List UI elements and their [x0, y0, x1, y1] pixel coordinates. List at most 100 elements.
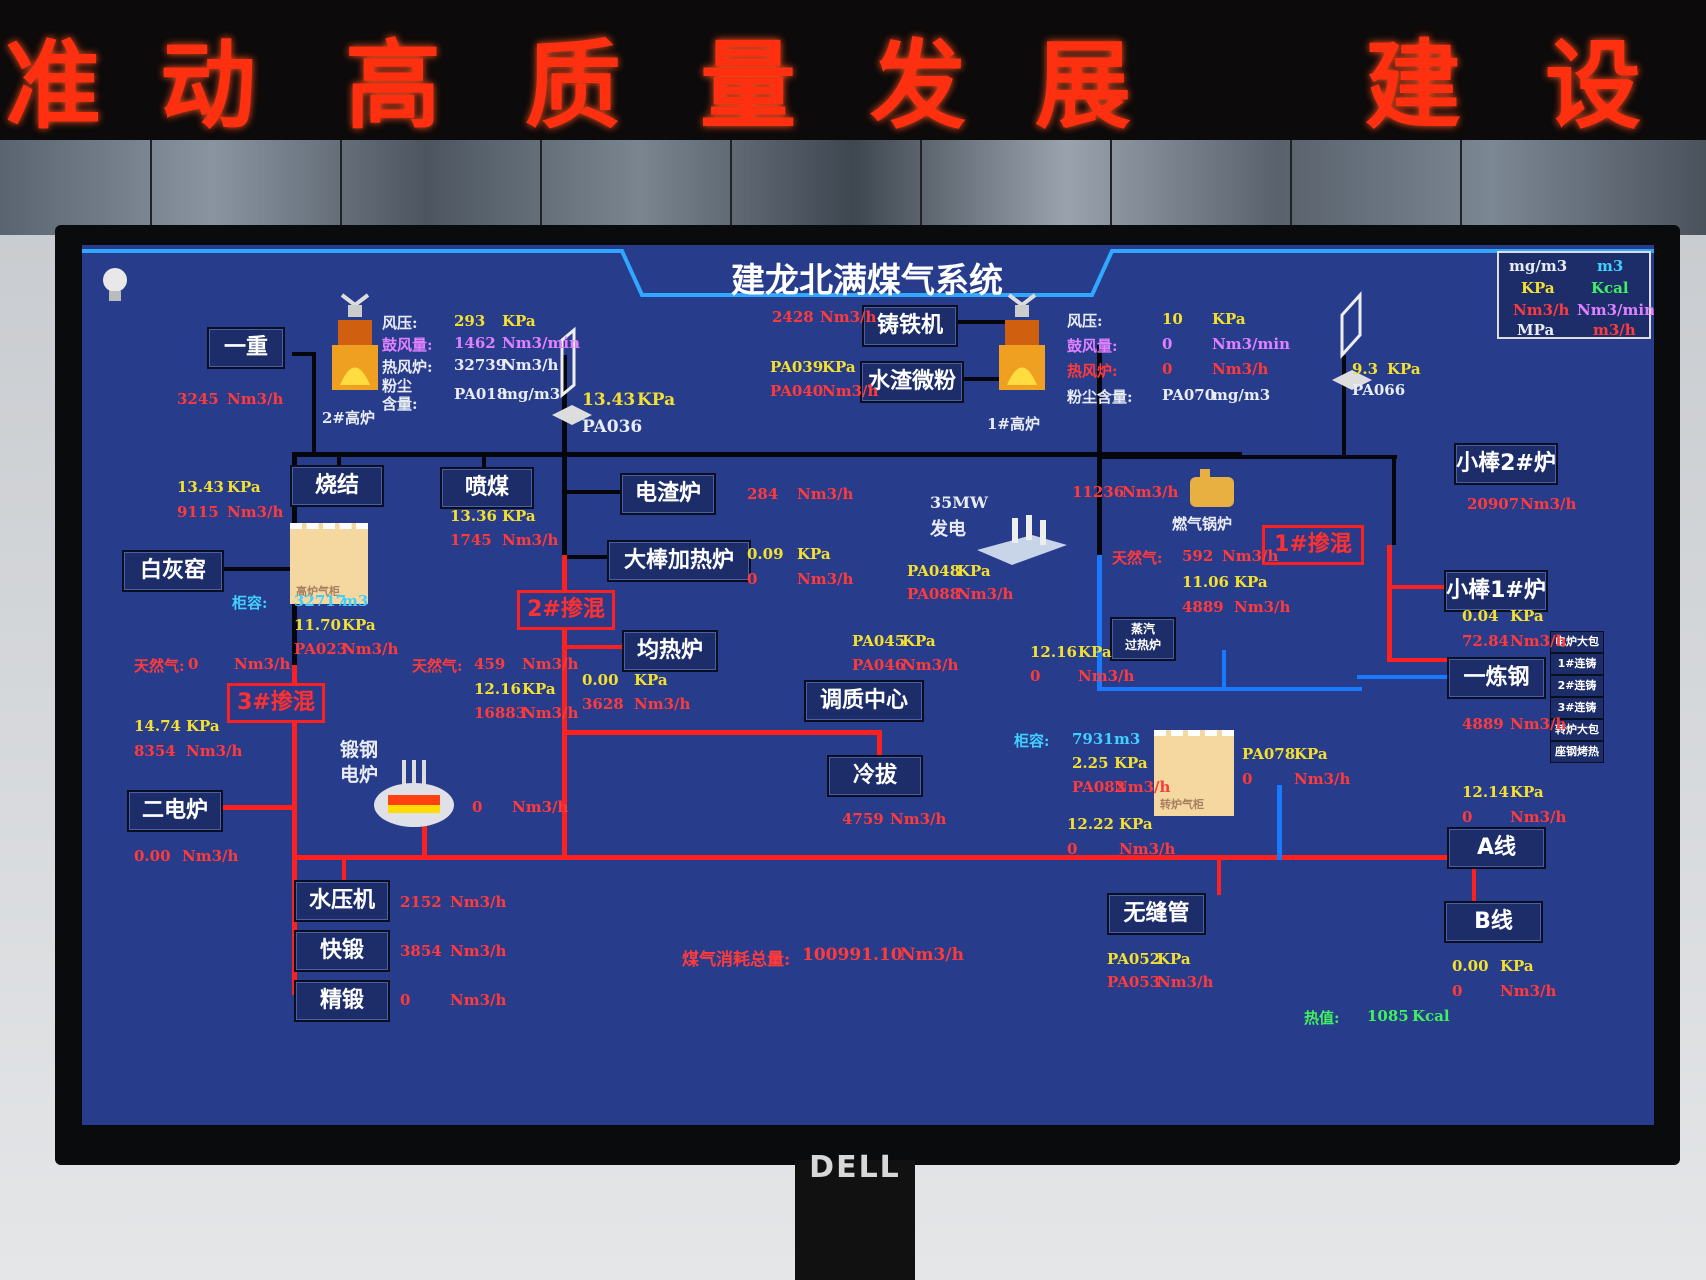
legend-item: Nm3/h	[1513, 301, 1570, 319]
side-button-lianzhu-1[interactable]: 1#连铸	[1550, 653, 1604, 675]
holder-bf-pressure: 11.70	[294, 616, 341, 634]
unit-label: Nm3/h	[450, 893, 507, 911]
unit-label: Nm3/h	[1510, 808, 1567, 826]
mix2-ng-label: 天然气:	[412, 657, 463, 675]
mix1-pressure: 11.06	[1182, 573, 1229, 591]
unit-steam[interactable]: 蒸汽 过热炉	[1110, 617, 1176, 661]
unit-label: Nm3/h	[1510, 715, 1567, 733]
pa082-tag: PA082	[1072, 778, 1126, 796]
side-button-lianzhu-2[interactable]: 2#连铸	[1550, 675, 1604, 697]
unit-junre[interactable]: 均热炉	[622, 630, 718, 672]
pa078-tag: PA078	[1242, 745, 1296, 763]
unit-shaojie[interactable]: 烧结	[290, 465, 384, 507]
unit-label: Nm3/h	[502, 531, 559, 549]
unit-lengba[interactable]: 冷拔	[827, 755, 923, 797]
pa039-tag: PA039	[770, 358, 824, 376]
valve-icon	[1332, 291, 1372, 390]
legend-item: KPa	[1521, 279, 1555, 297]
banner-char: 量	[700, 30, 796, 142]
side-button-lianzhu-3[interactable]: 3#连铸	[1550, 697, 1604, 719]
xiaobang1-pressure: 0.04	[1462, 607, 1499, 625]
plant-label-2: 发电	[930, 519, 966, 540]
unit-baihuiyao[interactable]: 白灰窑	[122, 550, 224, 592]
light-bulb-icon[interactable]	[100, 265, 130, 307]
penmei-pressure: 13.36	[450, 507, 497, 525]
led-banner: 准 动 高 质 量 发 展 建 设	[0, 0, 1706, 142]
mix-3[interactable]: 3#掺混	[227, 683, 325, 723]
conv-flow: 0	[1242, 770, 1253, 788]
unit-dabang[interactable]: 大棒加热炉	[607, 540, 751, 582]
unit-yizhong[interactable]: 一重	[207, 327, 285, 369]
bf2-dust-unit: mg/m3	[502, 385, 561, 403]
mix-2[interactable]: 2#掺混	[517, 590, 615, 630]
unit-xiaobang2[interactable]: 小棒2#炉	[1454, 443, 1558, 485]
pa066-tag: PA066	[1352, 381, 1406, 399]
unit-label: m3	[342, 592, 369, 610]
unit-penmei[interactable]: 喷煤	[440, 467, 534, 509]
unit-bline[interactable]: B线	[1444, 901, 1543, 943]
plant-flow: 11236	[1072, 483, 1125, 501]
mix1-ng-value: 592	[1182, 547, 1214, 565]
unit-shuizha[interactable]: 水渣微粉	[860, 361, 964, 403]
bf1-wind-value: 10	[1162, 310, 1183, 328]
bf1-stove-label: 热风炉:	[1067, 362, 1118, 380]
unit-label: Nm3/h	[822, 382, 879, 400]
junre-flow: 3628	[582, 695, 624, 713]
unit-label: KPa	[522, 680, 556, 698]
shaojie-flow: 9115	[177, 503, 219, 521]
pa036-pressure: 13.43	[582, 390, 636, 410]
mix-1[interactable]: 1#掺混	[1262, 525, 1364, 565]
unit-dianzha[interactable]: 电渣炉	[620, 473, 716, 515]
unit-label: Nm3/h	[450, 942, 507, 960]
bf1-label: 1#高炉	[987, 415, 1041, 433]
legend-item: Nm3/min	[1577, 301, 1654, 319]
unit-label: m3	[1114, 730, 1141, 748]
holder-bf-cap: 32717	[294, 592, 347, 610]
unit-label: KPa	[502, 507, 536, 525]
mix2-ng-value: 459	[474, 655, 506, 673]
banner-char: 质	[525, 30, 621, 142]
heat-label: 热值:	[1304, 1009, 1340, 1027]
aline-pressure: 12.14	[1462, 783, 1509, 801]
monitor-brand-logo: DELL	[809, 1150, 901, 1185]
mix3-pressure: 14.74	[134, 717, 181, 735]
unit-label: Nm3/h	[890, 810, 947, 828]
erdian-flow: 0.00	[134, 847, 171, 865]
bf1-wind-label: 风压:	[1067, 312, 1103, 330]
aline-flow: 0	[1462, 808, 1473, 826]
unit-label: KPa	[957, 562, 991, 580]
mix2-flow: 16883	[474, 704, 527, 722]
unit-tiaozhi[interactable]: 调质中心	[804, 680, 924, 722]
junre-pressure: 0.00	[582, 671, 619, 689]
bf2-dust-label-2: 含量:	[382, 395, 418, 413]
unit-wufengguan[interactable]: 无缝管	[1107, 893, 1206, 935]
unit-shuiyaji[interactable]: 水压机	[294, 880, 390, 922]
legend-item: mg/m3	[1509, 257, 1568, 275]
bf2-blast-unit: Nm3/min	[502, 334, 580, 352]
unit-kuaiduan[interactable]: 快锻	[294, 930, 390, 972]
bf2-label: 2#高炉	[322, 409, 376, 427]
unit-zhutieji[interactable]: 铸铁机	[862, 305, 958, 347]
unit-label: KPa	[1234, 573, 1268, 591]
mix3-flow: 8354	[134, 742, 176, 760]
side-button-dianlu-dabao[interactable]: 电炉大包	[1550, 631, 1604, 653]
gas-holder-icon: 高炉气柜	[290, 523, 368, 604]
unit-label: KPa	[1078, 643, 1112, 661]
unit-label: Nm3/h	[1234, 598, 1291, 616]
unit-aline[interactable]: A线	[1447, 827, 1546, 869]
yilian-flow: 4889	[1462, 715, 1504, 733]
unit-erdian[interactable]: 二电炉	[127, 790, 223, 832]
side-button-kaore[interactable]: 座钢烤热	[1550, 741, 1604, 763]
unit-yilian[interactable]: 一炼钢	[1447, 657, 1546, 699]
unit-label: KPa	[342, 616, 376, 634]
unit-jingduan[interactable]: 精锻	[294, 980, 390, 1022]
unit-label: Nm3/h	[512, 798, 569, 816]
pa048-tag: PA048	[907, 562, 961, 580]
banner-char: 发	[870, 30, 966, 142]
unit-xiaobang1[interactable]: 小棒1#炉	[1444, 570, 1548, 612]
side-button-zhuanlu-dabao[interactable]: 转炉大包	[1550, 719, 1604, 741]
unit-label: Nm3/h	[1157, 973, 1214, 991]
kuaiduan-flow: 3854	[400, 942, 442, 960]
valve-icon	[552, 326, 592, 425]
forge-label: 锻钢	[340, 739, 379, 761]
